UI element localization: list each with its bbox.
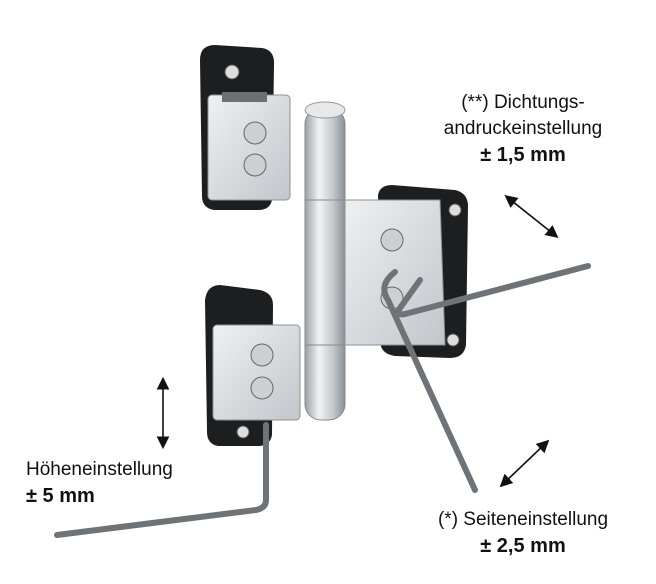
adjustment-arrows bbox=[156, 195, 559, 488]
seal-pressure-line2: andruckeinstellung bbox=[443, 118, 603, 139]
seal-pressure-value: ± 1,5 mm bbox=[480, 144, 566, 166]
hex-keys bbox=[54, 263, 591, 538]
hex-key-lateral bbox=[381, 269, 478, 493]
height-value: ± 5 mm bbox=[26, 485, 95, 507]
seal-pressure-line1: (**) Dichtungs- bbox=[461, 92, 585, 113]
lateral-arrow-icon bbox=[499, 439, 550, 488]
seal-pressure-label: (**) Dichtungs- andruckeinstellung ± 1,5… bbox=[420, 90, 626, 168]
lateral-line1: (*) Seiteneinstellung bbox=[437, 509, 609, 530]
lower-frame-leaf bbox=[205, 285, 301, 446]
hex-key-height bbox=[54, 422, 269, 538]
seal-arrow-icon bbox=[504, 195, 559, 238]
hinge-barrel bbox=[304, 101, 346, 421]
lateral-label: (*) Seiteneinstellung ± 2,5 mm bbox=[410, 507, 636, 559]
upper-frame-leaf bbox=[200, 45, 291, 210]
height-line1: Höheneinstellung bbox=[26, 459, 173, 480]
lateral-value: ± 2,5 mm bbox=[480, 535, 566, 557]
sash-leaf bbox=[344, 185, 468, 358]
hex-key-seal bbox=[395, 263, 591, 318]
height-label: Höheneinstellung ± 5 mm bbox=[26, 457, 173, 509]
